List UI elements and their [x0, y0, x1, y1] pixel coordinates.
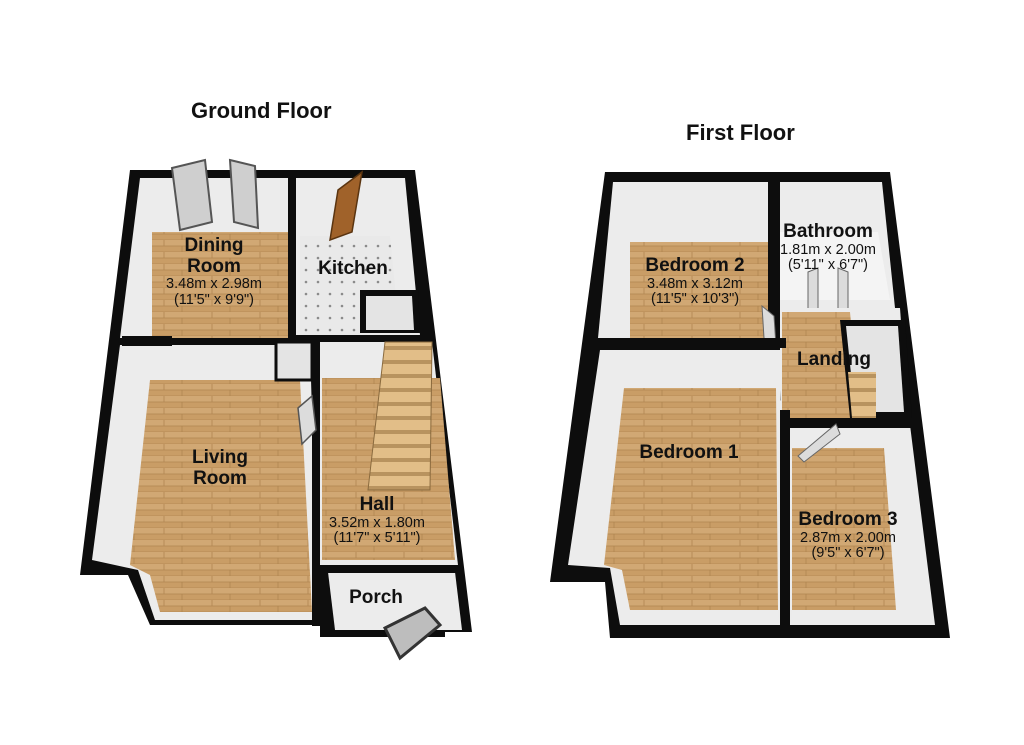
dining-living-divider-wall	[122, 336, 172, 346]
bedroom-2-metric: 3.48m x 3.12m	[647, 275, 743, 292]
living-room-floor	[130, 380, 312, 612]
bedroom-3-label: Bedroom 3 2.87m x 2.00m (9'5" x 6'7")	[782, 509, 914, 562]
living-room-name-line1: Living	[192, 447, 248, 468]
dining-room-metric: 3.48m x 2.98m	[166, 276, 262, 293]
living-room-door-icon	[297, 394, 317, 446]
bedroom-1-bedroom-2-divider	[596, 338, 786, 348]
porch-name: Porch	[349, 587, 403, 608]
bedroom-2-bathroom-divider	[768, 176, 778, 338]
bedroom-3-metric: 2.87m x 2.00m	[800, 529, 896, 546]
hall-name: Hall	[359, 494, 395, 515]
landing-staircase	[848, 372, 876, 418]
dining-room-label: Dining Room 3.48m x 2.98m (11'5" x 9'9")	[150, 235, 278, 308]
bedroom-2-name: Bedroom 2	[645, 255, 745, 276]
living-room-label: Living Room	[172, 447, 268, 489]
bedroom-1-name: Bedroom 1	[639, 442, 739, 463]
bedroom-2-label: Bedroom 2 3.48m x 3.12m (11'5" x 10'3")	[630, 255, 760, 308]
bedroom-3-door-icon	[797, 423, 841, 463]
ground-floor-title: Ground Floor	[191, 98, 332, 123]
bathroom-imperial: (5'11" x 6'7")	[787, 257, 869, 274]
porch-door-icon	[382, 606, 443, 661]
hall-chimney-breast	[274, 340, 314, 382]
ground-floor-plan	[80, 158, 472, 661]
bathroom-metric: 1.81m x 2.00m	[780, 241, 876, 258]
bathroom-label: Bathroom 1.81m x 2.00m (5'11" x 6'7")	[762, 221, 894, 274]
dining-room-name-line1: Dining	[184, 235, 244, 256]
hall-porch-divider-wall	[320, 565, 460, 573]
porch-label: Porch	[336, 587, 416, 609]
first-floor-title: First Floor	[686, 120, 795, 145]
staircase	[367, 341, 433, 491]
bedroom-3-floor	[792, 448, 896, 610]
bedroom-2-floor	[630, 242, 768, 338]
kitchen-cupboard-face	[366, 296, 414, 330]
hall-metric: 3.52m x 1.80m	[329, 514, 425, 531]
landing-label: Landing	[786, 349, 882, 371]
kitchen-label: Kitchen	[304, 258, 402, 280]
first-floor-plan	[550, 172, 950, 638]
bedroom-1-label: Bedroom 1	[622, 442, 756, 464]
bathroom-name: Bathroom	[783, 221, 873, 242]
kitchen-name: Kitchen	[318, 258, 388, 279]
bedroom-2-imperial: (11'5" x 10'3")	[650, 291, 740, 308]
living-hall-divider-wall	[312, 336, 320, 626]
dining-room-floor	[152, 232, 288, 338]
landing-name: Landing	[797, 349, 871, 370]
bedroom-3-name: Bedroom 3	[798, 509, 898, 530]
dining-room-name-line2: Room	[187, 255, 241, 277]
bedroom-1-bedroom-3-divider	[780, 410, 790, 628]
living-room-name-line2: Room	[193, 467, 247, 489]
hall-label: Hall 3.52m x 1.80m (11'7" x 5'11")	[314, 494, 440, 547]
kitchen-door-icon	[329, 170, 364, 242]
bedroom-3-landing-divider	[786, 418, 911, 428]
landing-floor	[782, 312, 860, 420]
hall-imperial: (11'7" x 5'11")	[333, 530, 421, 547]
bedroom-3-imperial: (9'5" x 6'7")	[811, 545, 885, 562]
french-doors-icon	[170, 158, 260, 232]
dining-room-imperial: (11'5" x 9'9")	[173, 291, 255, 308]
bedroom-1-floor	[604, 388, 778, 610]
